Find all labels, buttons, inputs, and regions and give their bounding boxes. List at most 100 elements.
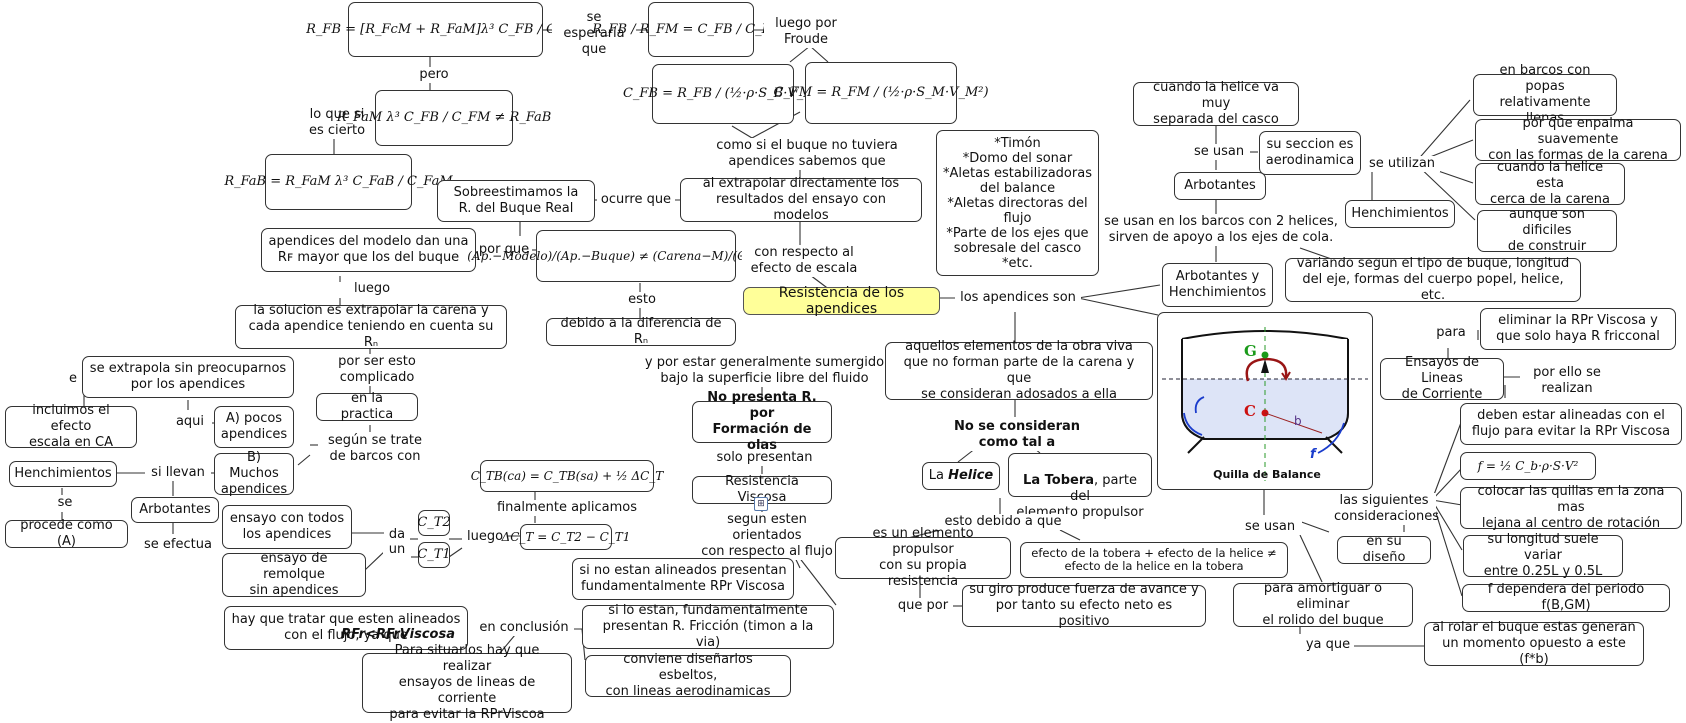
resistencia-viscosa-node: Resistencia Viscosa (692, 474, 832, 505)
su-giro-node: su giro produce fuerza de avance y por t… (962, 582, 1206, 629)
f-formula: f = ½ C_b·ρ·S·V² (1460, 452, 1596, 480)
que-por-label: que por (893, 598, 953, 614)
al-rolar-node: al rolar el buque estas generan un momen… (1424, 620, 1644, 667)
segun-orientados-label: segun esten orientados con respecto al f… (690, 512, 844, 560)
segun-trate-label: según se trate de barcos con (318, 433, 432, 465)
la-helice-node: La Helice (922, 462, 1000, 490)
b-label: b (1294, 414, 1302, 428)
como-si-label: como si el buque no tuviera apendices sa… (705, 138, 909, 170)
si-lo-estan-node: si lo estan, fundamentalmente presentan … (582, 603, 834, 650)
g-label: G (1244, 342, 1257, 360)
arb-hench-node: Arbotantes y Henchimientos (1162, 263, 1273, 307)
ct2-node: C_T2 (417, 510, 451, 536)
se-utilizan-label: se utilizan (1364, 156, 1440, 172)
henchimientos-right-node: Henchimientos (1345, 200, 1455, 228)
en-la-practica-node: en la practica (316, 391, 418, 422)
collapse-icon[interactable]: ⊞ (754, 497, 768, 511)
eliminar-node: eliminar la RPr Viscosa y que solo haya … (1480, 308, 1676, 350)
se-label: se (52, 495, 78, 511)
en-su-diseno-node: en su diseño (1337, 534, 1431, 565)
amortiguar-node: para amortiguar o eliminar el rolido del… (1233, 581, 1413, 628)
hay-que-tratar-node: hay que tratar que esten alineados con e… (224, 606, 468, 650)
e-label: e (64, 371, 82, 387)
luego-label: luego (347, 281, 397, 297)
f-label: f (1310, 447, 1316, 462)
y-por-estar-label: y por estar generalmente sumergido bajo … (635, 355, 894, 387)
con-respecto-label: con respecto al efecto de escala (742, 245, 866, 277)
enpalma-node: por que enpalma suavemente con las forma… (1475, 116, 1681, 163)
b-muchos-node: B) Muchos apendices (214, 450, 294, 497)
ap-formula: (Ap.−Modelo)/(Ap.−Buque) ≠ (Carena−M)/(C… (467, 230, 805, 282)
un-label: un (383, 542, 411, 558)
esto-label: esto (620, 292, 664, 308)
su-seccion-node: su seccion es aerodinamica (1259, 131, 1361, 175)
las-siguientes-label: las siguientes consideraciones (1332, 493, 1440, 525)
es-elemento-node: es un elemento propulsor con su propia r… (835, 526, 1011, 589)
longitud-node: su longitud suele variar entre 0.25L y 0… (1463, 532, 1623, 579)
cuando-helice-node: cuando la helice va muy separada del cas… (1133, 80, 1299, 127)
bilge-keel-diagram: G C b f Quilla de Balance (1157, 312, 1373, 490)
c-label: C (1244, 402, 1256, 420)
variando-node: variando segun el tipo de buque, longitu… (1285, 256, 1581, 303)
da-label: da (384, 527, 410, 543)
a-pocos-node: A) pocos apendices (214, 406, 294, 448)
se-extrapola-node: se extrapola sin preocuparnos por los ap… (82, 356, 294, 398)
no-presenta-node: No presenta R. por Formación de olas (692, 390, 832, 453)
delta-formula: ΔC_T = C_T2 − C_T1 (502, 524, 630, 550)
rfb-formula: R_FB = [R_FcM + R_FaM]λ³ C_FB / C_FM (306, 2, 585, 57)
luego2-label: luego (462, 529, 508, 545)
ratio-formula: R_FB / R_FM = C_FB / C_FM · λ³ (592, 2, 810, 57)
timon-list-node: *Timón *Domo del sonar *Aletas estabiliz… (936, 130, 1099, 276)
para-situarlos-node: Para situarlos hay que realizar ensayos … (362, 643, 572, 722)
ensayo-remolque-node: ensayo de remolque sin apendices (222, 551, 366, 598)
apendices-modelo-node: apendices del modelo dan una Rꜰ mayor qu… (261, 228, 476, 272)
lo-que-si-label: lo que si es cierto (300, 107, 374, 139)
arbotantes-left-node: Arbotantes (131, 497, 219, 523)
la-helice-pre: La (928, 468, 949, 483)
esto-debido-label: esto debido a que (936, 514, 1070, 530)
ya-que-label: ya que (1302, 637, 1354, 653)
incluimos-node: incluimos el efecto escala en CA (5, 403, 137, 450)
ctb-formula: C_TB(ca) = C_TB(sa) + ½ ΔC_T (471, 460, 663, 492)
conviene-node: conviene diseñarlos esbeltos, con lineas… (585, 652, 791, 699)
aquellos-node: aquellos elementos de la obra viva que n… (885, 339, 1153, 402)
pero-label: pero (412, 67, 456, 83)
si-no-alineados-node: si no estan alineados presentan fundamen… (572, 558, 794, 600)
efecto-tobera-node: efecto de la tobera + efecto de la helic… (1020, 542, 1288, 578)
rfr-viscosa-text: RFr<RFrViscosa (341, 627, 455, 642)
luego-froude-label: luego por Froude (764, 16, 848, 48)
popas-node: en barcos con popas relativamente llenas (1473, 63, 1617, 126)
tobera-node: La Tobera, parte del elemento propulsor (1008, 453, 1152, 520)
ensayos-lineas-node: Ensayos de Lineas de Corriente (1380, 355, 1504, 402)
por-que-label: por que (476, 242, 532, 258)
para-label: para (1428, 325, 1474, 341)
se-usan1-label: se usan (1188, 144, 1250, 160)
henchimientos-left-node: Henchimientos (9, 461, 117, 487)
por-ser-label: por ser esto complicado (327, 354, 427, 386)
se-usan-barcos-label: se usan en los barcos con 2 helices, sir… (1100, 214, 1342, 246)
ct1-node: C_T1 (417, 542, 451, 568)
finalmente-label: finalmente aplicamos (490, 500, 644, 516)
ocurre-que-label: ocurre que (597, 192, 675, 208)
si-llevan-label: si llevan (145, 465, 211, 481)
cfb-formula: C_FB = R_FB / (½·ρ·S_B·V_B²) (623, 64, 823, 124)
deben-alineadas-node: deben estar alineadas con el flujo para … (1460, 403, 1682, 445)
solucion-node: la solucion es extrapolar la carena y ca… (235, 303, 507, 350)
se-usan2-label: se usan (1238, 519, 1302, 535)
la-helice-bold: Helice (948, 468, 994, 483)
rfam-formula: R_FaM λ³ C_FB / C_FM ≠ R_FaB (337, 90, 551, 146)
cfm-formula: C_FM = R_FM / (½·ρ·S_M·V_M²) (773, 62, 989, 124)
aunque-node: aunque son dificiles de construir (1477, 207, 1617, 254)
al-extrapolar-node: al extrapolar directamente los resultado… (680, 176, 922, 223)
quilla-label: Quilla de Balance (1213, 468, 1321, 481)
se-esperaria-label: se esperaria que (552, 10, 636, 58)
se-efectua-label: se efectua (138, 537, 218, 553)
en-conclusion-label: en conclusión (474, 620, 574, 636)
tobera-bold: La Tobera (1023, 473, 1095, 488)
cuando-cerca-node: cuando la helice esta cerca de la carena (1475, 160, 1625, 207)
solo-presentan-label: solo presentan (710, 450, 819, 466)
ensayo-todos-node: ensayo con todos los apendices (222, 505, 352, 549)
main-topic-node: Resistencia de los apendices (743, 285, 940, 317)
colocar-node: colocar las quillas en la zona mas lejan… (1460, 484, 1682, 531)
procede-node: procede como (A) (5, 518, 128, 549)
